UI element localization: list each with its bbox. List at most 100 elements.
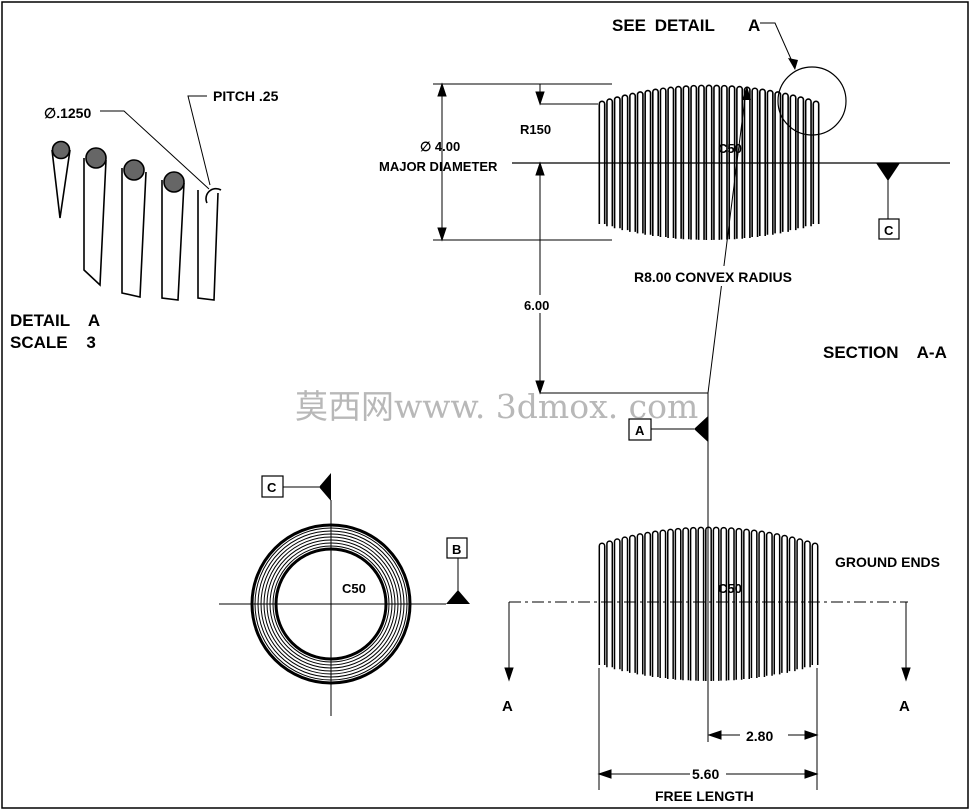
- coil-turn: [705, 526, 712, 681]
- coil-turn: [765, 531, 773, 676]
- datum-a-label: A: [635, 423, 645, 438]
- watermark-text: 莫西网www. 3dmox. com: [295, 387, 698, 426]
- datum-b-label: B: [452, 542, 461, 557]
- section-arrows: [504, 602, 911, 682]
- detail-a-label: DETAIL A: [10, 311, 100, 330]
- coil-turn: [789, 94, 797, 231]
- spring-side-view: [598, 84, 820, 240]
- major-diameter-text: MAJOR DIAMETER: [379, 159, 498, 174]
- dim-560-label: 5.60: [692, 766, 719, 782]
- coil-turn: [735, 527, 743, 680]
- c50-end-label: C50: [342, 581, 366, 596]
- detail-callout-leader: [760, 22, 796, 69]
- major-diameter-dimension: [433, 82, 612, 242]
- r8-convex-label: R8.00 CONVEX RADIUS: [634, 269, 792, 285]
- coil-turn: [652, 88, 659, 236]
- r150-label: R150: [520, 122, 551, 137]
- section-arrow-a-right: A: [899, 698, 910, 715]
- coil-turn: [674, 527, 682, 680]
- coil-turn: [751, 87, 759, 238]
- coil-turn: [682, 85, 690, 240]
- coil-turn: [720, 526, 728, 681]
- see-detail-ref: A: [748, 16, 760, 35]
- datum-b-symbol: [446, 537, 470, 604]
- datum-c-left-symbol: [261, 473, 331, 501]
- coil-turn: [728, 85, 736, 240]
- coil-turn: [606, 540, 614, 668]
- r8-leader: [707, 89, 747, 394]
- coil-turn: [621, 536, 629, 672]
- coil-turn: [689, 526, 697, 681]
- coil-turn: [797, 96, 805, 229]
- coil-turn: [781, 534, 789, 673]
- coil-turn: [712, 526, 720, 681]
- major-diameter-value: ∅ 4.00: [420, 139, 460, 154]
- scale-label: SCALE 3: [10, 333, 96, 352]
- coil-turn: [606, 98, 614, 227]
- coil-turn: [629, 92, 637, 232]
- coil-turn: [598, 542, 606, 665]
- coil-turn: [636, 91, 644, 234]
- detail-callout-arrow: [788, 58, 798, 70]
- diameter-0125-label: ∅.1250: [44, 105, 91, 121]
- coil-turn: [774, 91, 782, 234]
- spring-end-view: [219, 500, 446, 716]
- datum-c-top-label: C: [884, 223, 894, 238]
- coil-turn: [697, 84, 705, 240]
- detail-a-view: [51, 95, 222, 301]
- coil-turn: [796, 538, 804, 670]
- coil-turn: [781, 92, 789, 232]
- coil-turn: [621, 94, 629, 231]
- coil-turn: [803, 540, 811, 668]
- see-detail-label: SEE DETAIL: [612, 16, 715, 35]
- datum-c-top-symbol: [876, 163, 900, 240]
- dim-280-dimension: [707, 668, 819, 790]
- coil-turn: [804, 98, 812, 227]
- coil-turn: [628, 534, 636, 673]
- coil-turn: [690, 84, 698, 240]
- coil-turn: [651, 530, 659, 677]
- coil-turn: [682, 527, 690, 681]
- section-arrow-a-left: A: [502, 698, 513, 715]
- pitch-label: PITCH .25: [213, 88, 279, 104]
- r150-dimension: [535, 84, 598, 106]
- coil-turn: [713, 84, 721, 240]
- dim-6-dimension: [535, 161, 708, 395]
- c50-front-label: C50: [718, 581, 742, 596]
- coil-turn: [758, 530, 766, 677]
- coil-turn: [613, 96, 621, 229]
- coil-turn: [697, 526, 705, 681]
- coil-turn: [736, 85, 744, 239]
- coil-turn: [727, 527, 735, 681]
- dim-6-label: 6.00: [524, 298, 549, 313]
- coil-turn: [674, 85, 682, 239]
- datum-c-left-label: C: [267, 480, 277, 495]
- coil-turn: [667, 86, 675, 238]
- datum-a-symbol: [628, 416, 708, 442]
- coil-turn: [773, 533, 781, 675]
- coil-turn: [644, 89, 652, 235]
- section-aa-label: SECTION A-A: [823, 343, 947, 362]
- coil-turn: [667, 528, 674, 679]
- coil-turn: [636, 533, 644, 675]
- coil-turn: [759, 88, 766, 236]
- coil-turn: [659, 87, 667, 238]
- coil-turn: [750, 529, 758, 679]
- ground-ends-label: GROUND ENDS: [835, 554, 940, 570]
- detail-callout-circle: [777, 66, 847, 136]
- coil-turn: [811, 542, 819, 665]
- coil-turn: [720, 84, 728, 240]
- c50-side-label: C50: [718, 141, 742, 156]
- coil-turn: [659, 529, 667, 679]
- coil-turn: [598, 100, 606, 224]
- coil-turn: [644, 531, 652, 676]
- coil-turn: [788, 536, 796, 672]
- coil-turn: [743, 528, 750, 679]
- dim-280-label: 2.80: [746, 728, 773, 744]
- coil-turn: [705, 84, 713, 240]
- coil-turn: [812, 100, 820, 224]
- coil-turn: [766, 89, 774, 235]
- coil-turn: [613, 538, 621, 670]
